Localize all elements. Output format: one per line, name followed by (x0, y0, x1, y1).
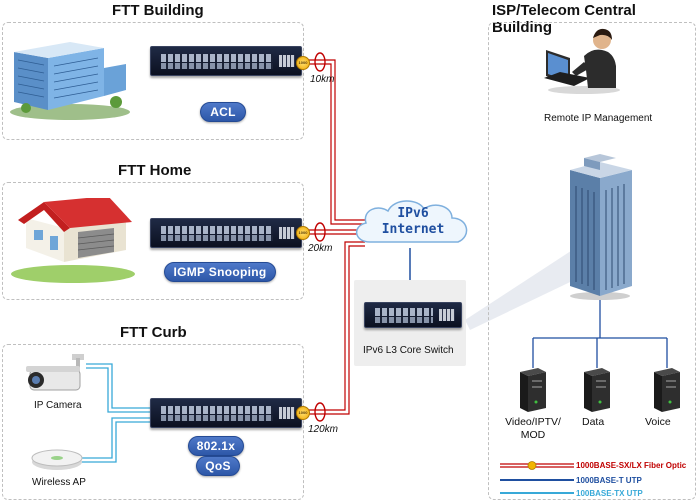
voice-label: Voice (645, 416, 671, 428)
camera-utp-line-2 (86, 367, 150, 413)
distance-building: 10km (310, 74, 335, 85)
ip-camera-image (26, 354, 84, 391)
isp-title: ISP/Telecom Central Building (492, 2, 636, 36)
cloud-icon (356, 200, 468, 243)
legend: 1000BASE-SX/LX Fiber Optic 1000BASE-T UT… (498, 458, 694, 500)
core-switch (364, 302, 462, 328)
fiber-badge-building: 1000 (296, 56, 310, 70)
fiber-badge-home: 1000 (296, 226, 310, 240)
distance-home: 20km (308, 243, 333, 254)
central-building-image (570, 154, 632, 300)
wireless-ap-label: Wireless AP (32, 477, 86, 488)
building-panel (2, 22, 304, 140)
acl-badge: ACL (200, 102, 246, 122)
cloud-line-2: Internet (381, 222, 445, 237)
dot1x-badge: 802.1x (188, 436, 244, 456)
core-switch-label: IPv6 L3 Core Switch (363, 345, 454, 356)
wireless-ap-image (31, 449, 83, 470)
server-network-lines (532, 300, 668, 368)
fiber-loop-2 (314, 222, 326, 242)
video-iptv-mod-label: Video/IPTV/ MOD (505, 416, 561, 441)
curb-panel (2, 344, 304, 500)
voice-server-icon (654, 368, 680, 412)
home-switch (150, 218, 302, 248)
home-panel (2, 182, 304, 300)
data-server-icon (584, 368, 610, 412)
fiber-home (300, 229, 365, 235)
office-building-image (10, 42, 130, 120)
fiber-loop-3 (314, 402, 326, 422)
distance-curb: 120km (308, 424, 339, 435)
legend-100tx-label: 100BASE-TX UTP (576, 489, 643, 498)
cloud-line-1: IPv6 (397, 206, 429, 221)
ap-utp-line (80, 417, 150, 459)
curb-title: FTT Curb (120, 324, 187, 341)
qos-badge: QoS (196, 456, 240, 476)
legend-1000t-label: 1000BASE-T UTP (576, 476, 642, 485)
video-iptv-server-icon (520, 368, 546, 412)
home-title: FTT Home (118, 162, 192, 179)
fiber-loop-1 (314, 52, 326, 72)
isp-panel (488, 22, 696, 500)
house-image (11, 198, 135, 283)
remote-management-image (544, 28, 620, 94)
building-switch (150, 46, 302, 76)
remote-ip-management-label: Remote IP Management (544, 113, 653, 124)
building-title: FTT Building (112, 2, 204, 19)
camera-utp-line (86, 363, 150, 409)
ap-utp-line-2 (80, 421, 150, 463)
fiber-badge-curb: 1000 (296, 406, 310, 420)
data-label: Data (582, 416, 605, 428)
ip-camera-label: IP Camera (34, 400, 82, 411)
legend-swatches (500, 461, 574, 494)
legend-fiber-label: 1000BASE-SX/LX Fiber Optic (576, 461, 687, 470)
igmp-snooping-badge: IGMP Snooping (164, 262, 276, 282)
curb-switch (150, 398, 302, 428)
cloud-title: IPv6 Internet (368, 206, 458, 238)
